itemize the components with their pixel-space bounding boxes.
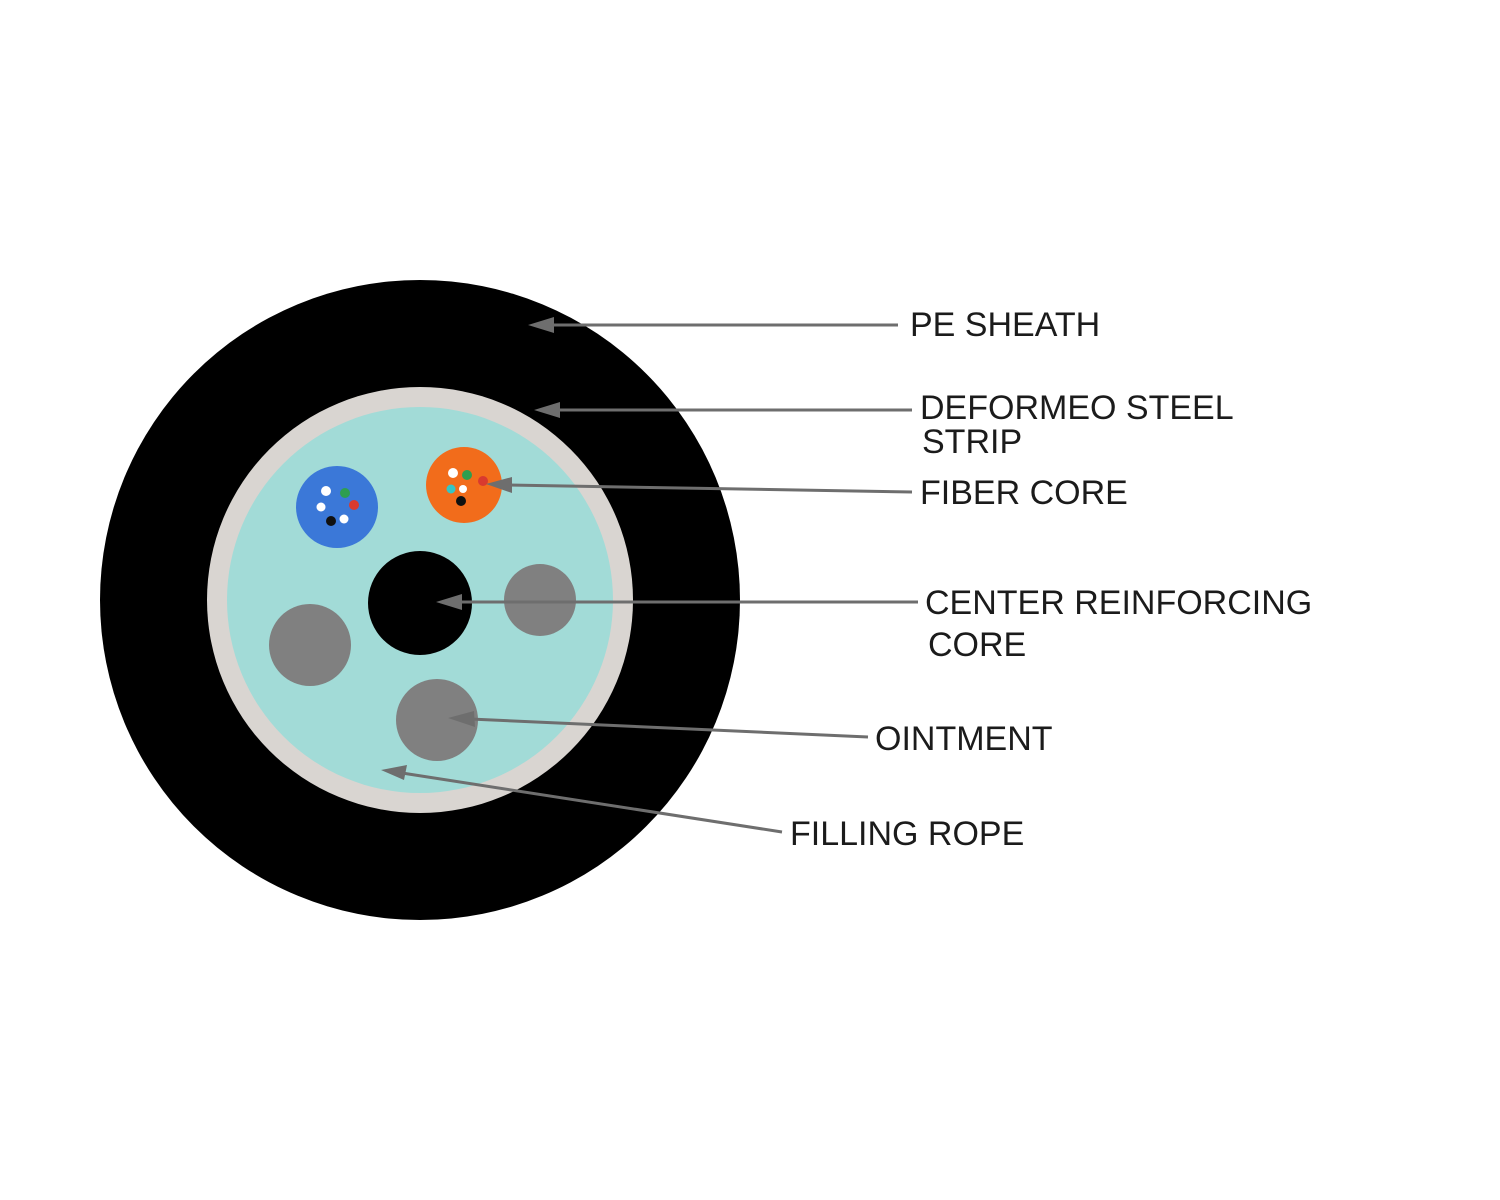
fiber-dot xyxy=(462,470,472,480)
fiber-dot xyxy=(349,500,359,510)
fiber-dot xyxy=(339,514,349,524)
fiber-dot xyxy=(321,486,331,496)
steel-strip-label-line2: STRIP xyxy=(922,423,1022,461)
fiber-dot xyxy=(448,468,458,478)
ointment-arrowhead-icon xyxy=(448,711,475,727)
filling-rope-leader-line xyxy=(401,771,783,834)
fiber-dot xyxy=(478,476,488,486)
fiber-dot xyxy=(446,484,456,494)
fiber-tube-orange xyxy=(426,447,502,523)
fiber-dot xyxy=(459,485,467,493)
center-core-label-line2: CORE xyxy=(928,626,1026,664)
filling-rope-right xyxy=(504,564,576,636)
filling-rope-left xyxy=(269,604,351,686)
center-core-label-line1: CENTER REINFORCING xyxy=(925,584,1312,622)
center-core-arrowhead-icon xyxy=(436,594,462,610)
pe-sheath-arrowhead-icon xyxy=(528,317,554,333)
ointment-label: OINTMENT xyxy=(875,720,1053,758)
filling-rope-arrowhead-icon xyxy=(381,765,407,780)
fiber-core-arrowhead-icon xyxy=(486,477,512,493)
steel-strip-arrowhead-icon xyxy=(534,402,560,418)
filling-rope-label: FILLING ROPE xyxy=(790,815,1024,853)
ointment-leader-line xyxy=(469,717,869,739)
steel-strip-label-line1: DEFORMEO STEEL xyxy=(920,389,1234,427)
fiber-dot xyxy=(340,488,350,498)
fiber-core-leader-line xyxy=(507,483,913,494)
fiber-dot xyxy=(456,496,466,506)
center-reinforcing-core xyxy=(368,551,472,655)
pe-sheath-label: PE SHEATH xyxy=(910,306,1100,344)
filling-rope-bottom xyxy=(396,679,478,761)
fiber-dot xyxy=(326,516,336,526)
fiber-dot xyxy=(316,502,326,512)
fiber-tube-blue xyxy=(296,466,378,548)
fiber-core-label: FIBER CORE xyxy=(920,474,1128,512)
